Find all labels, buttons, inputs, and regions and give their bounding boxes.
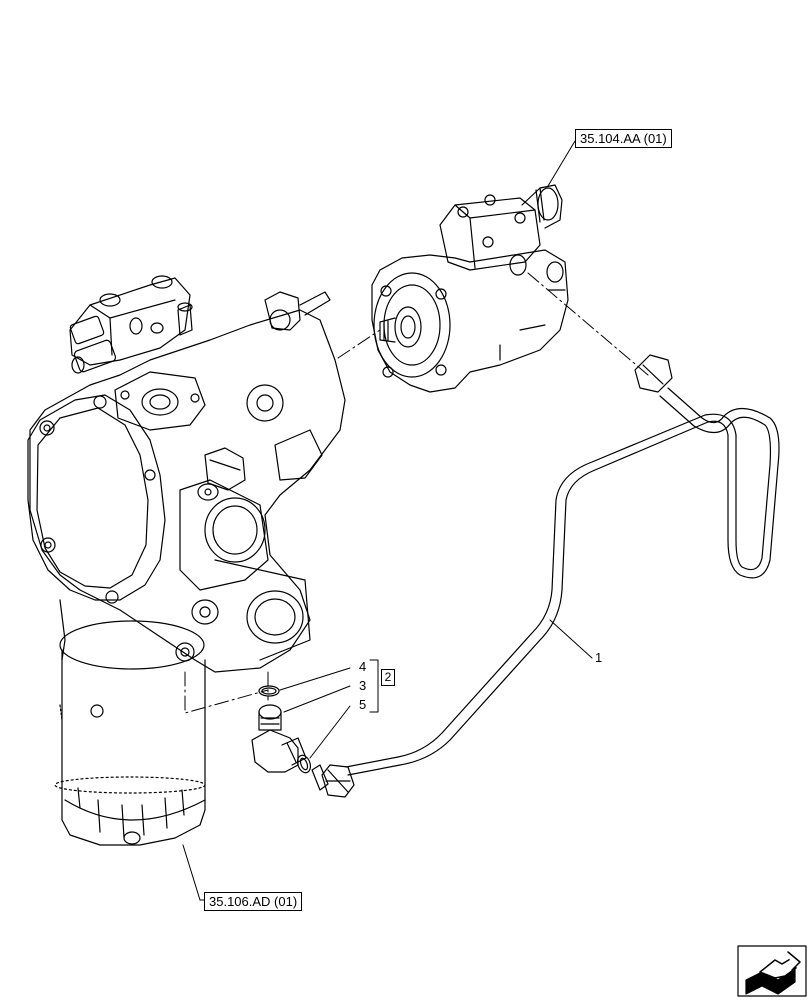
- o-ring-item-5: [296, 754, 312, 774]
- next-page-arrow-icon[interactable]: [737, 945, 807, 997]
- center-lines: [184, 272, 649, 714]
- filter-housing: [54, 599, 206, 846]
- callout-item-1: 1: [595, 650, 603, 665]
- main-hydraulic-pump: [27, 275, 346, 673]
- callout-item-2: 2: [381, 669, 395, 686]
- reference-top[interactable]: 35.104.AA (01): [575, 129, 672, 148]
- leader-lines: [182, 140, 593, 901]
- callout-item-4: 4: [359, 659, 367, 674]
- pipe-assembly: [311, 354, 780, 798]
- reference-bottom[interactable]: 35.106.AD (01): [204, 892, 303, 911]
- callout-item-5: 5: [359, 697, 367, 712]
- auxiliary-pump: [371, 184, 569, 393]
- o-ring-item-4: [258, 685, 280, 697]
- callout-item-3: 3: [359, 678, 367, 693]
